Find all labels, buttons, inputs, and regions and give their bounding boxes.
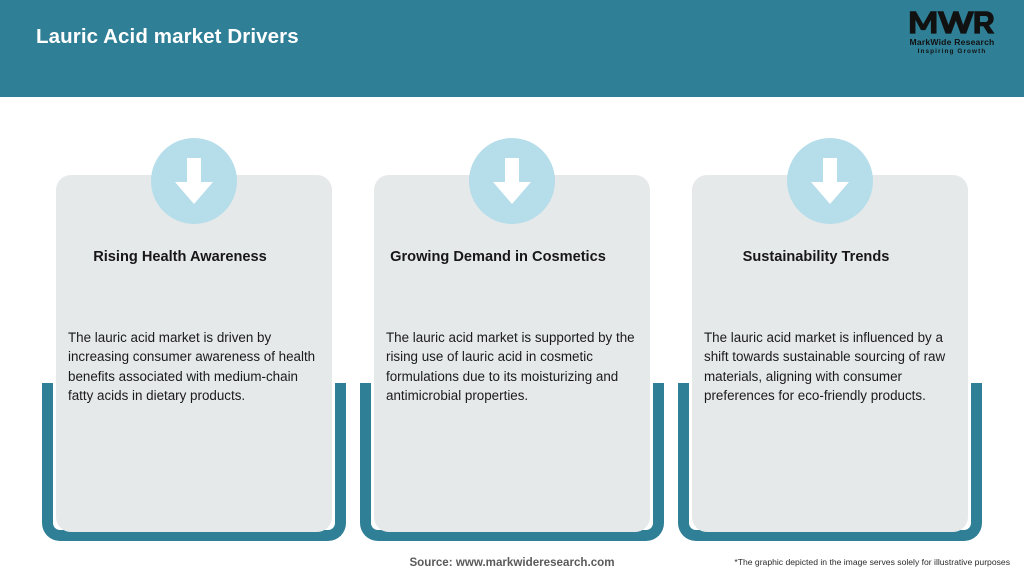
- header-banner: Lauric Acid market Drivers MarkWide Rese…: [0, 0, 1024, 97]
- card-accent-bracket: [678, 383, 982, 541]
- down-arrow-icon: [469, 138, 555, 224]
- card-description: The lauric acid market is driven by incr…: [68, 330, 316, 404]
- logo-company-name: MarkWide Research: [909, 37, 995, 47]
- disclaimer-note: *The graphic depicted in the image serve…: [734, 557, 1010, 567]
- card-title: Rising Health Awareness: [93, 249, 267, 265]
- card-title: Sustainability Trends: [742, 249, 890, 265]
- card-accent-bracket: [360, 383, 664, 541]
- mwr-logomark-icon: [909, 11, 995, 34]
- driver-card-1[interactable]: Rising Health Awareness The lauric acid …: [42, 138, 346, 548]
- down-arrow-icon: [151, 138, 237, 224]
- card-accent-bracket: [42, 383, 346, 541]
- source-attribution[interactable]: Source: www.markwideresearch.com: [409, 556, 615, 569]
- brand-logo: MarkWide Research Inspiring Growth: [896, 8, 1008, 62]
- driver-card-2[interactable]: Growing Demand in Cosmetics The lauric a…: [360, 138, 664, 548]
- card-title: Growing Demand in Cosmetics: [390, 249, 606, 265]
- page-title: Lauric Acid market Drivers: [36, 25, 299, 48]
- card-description: The lauric acid market is influenced by …: [704, 330, 946, 404]
- card-panel: [56, 175, 332, 532]
- down-arrow-icon: [787, 138, 873, 224]
- driver-cards-row: Rising Health Awareness The lauric acid …: [0, 138, 1024, 548]
- driver-card-3[interactable]: Sustainability Trends The lauric acid ma…: [678, 138, 982, 548]
- card-panel: [374, 175, 650, 532]
- card-description: The lauric acid market is supported by t…: [386, 330, 635, 404]
- logo-tagline: Inspiring Growth: [917, 48, 987, 55]
- card-panel: [692, 175, 968, 532]
